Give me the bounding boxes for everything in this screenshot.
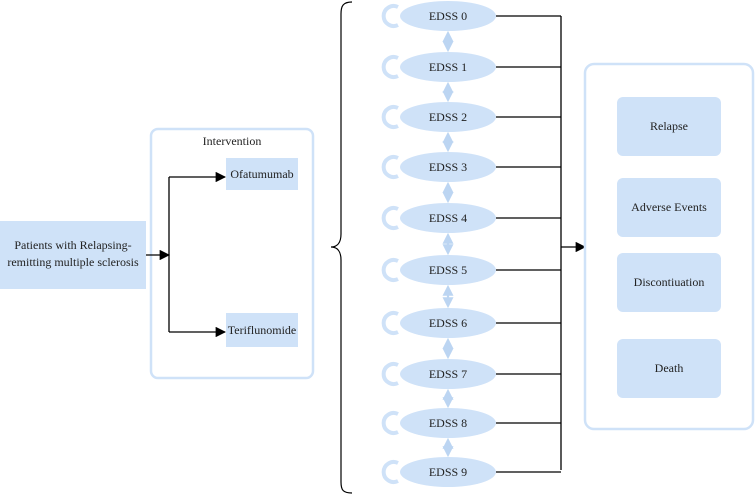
state-node <box>400 457 496 487</box>
outcome-1: Adverse Events <box>617 178 721 237</box>
state-node <box>400 52 496 82</box>
intervention-title: Intervention <box>203 134 262 148</box>
health-states-brace <box>330 1 353 494</box>
self-loop-icon <box>381 362 399 386</box>
self-loop-icon <box>381 411 399 435</box>
state-label: EDSS 5 <box>429 263 467 277</box>
intervention-panel: Intervention Ofatumumab Teriflunomide <box>149 127 315 380</box>
outcome-0: Relapse <box>617 97 721 156</box>
outcome-box <box>617 339 721 398</box>
teriflunomide-box <box>226 313 298 347</box>
self-loop-icon <box>381 155 399 179</box>
state-label: EDSS 1 <box>429 60 467 74</box>
self-loop-icon <box>381 55 399 79</box>
state-node <box>400 203 496 233</box>
ofatumumab-box <box>226 158 298 190</box>
health-state-4: EDSS 4 <box>381 203 496 233</box>
health-state-0: EDSS 0 <box>381 1 496 31</box>
health-state-9: EDSS 9 <box>381 457 496 487</box>
outcome-box <box>617 97 721 156</box>
state-label: EDSS 8 <box>429 416 467 430</box>
self-loop-icon <box>381 4 399 28</box>
state-label: EDSS 3 <box>429 160 467 174</box>
outcome-box <box>617 178 721 237</box>
state-node <box>400 1 496 31</box>
health-state-3: EDSS 3 <box>381 152 496 182</box>
intervention-connectors <box>146 171 227 338</box>
health-state-5: EDSS 5 <box>381 255 496 285</box>
state-node <box>400 152 496 182</box>
health-state-6: EDSS 6 <box>381 308 496 338</box>
ofatumumab-label: Ofatumumab <box>230 167 293 181</box>
state-label: EDSS 7 <box>429 367 467 381</box>
outcome-2: Discontiuation <box>617 253 721 312</box>
state-connectors <box>496 15 587 473</box>
health-state-8: EDSS 8 <box>381 408 496 438</box>
state-node <box>400 359 496 389</box>
state-label: EDSS 4 <box>429 211 467 225</box>
patients-label-line1: Patients with Relapsing- <box>14 238 131 252</box>
self-loop-icon <box>381 460 399 484</box>
health-states: EDSS 0 EDSS 1 EDSS 2 EDSS 3 EDSS 4 EDSS 5 EDSS… <box>381 1 496 487</box>
state-node <box>400 255 496 285</box>
state-label: EDSS 0 <box>429 9 467 23</box>
outcome-label: Discontiuation <box>634 275 705 289</box>
state-node <box>400 408 496 438</box>
self-loop-icon <box>381 311 399 335</box>
outcomes-panel <box>583 62 755 431</box>
state-node <box>400 308 496 338</box>
health-state-2: EDSS 2 <box>381 102 496 132</box>
teriflunomide-label: Teriflunomide <box>228 323 296 337</box>
self-loop-icon <box>381 258 399 282</box>
health-state-1: EDSS 1 <box>381 52 496 82</box>
outcome-label: Adverse Events <box>631 200 707 214</box>
state-label: EDSS 9 <box>429 465 467 479</box>
self-loop-icon <box>381 105 399 129</box>
outcome-3: Death <box>617 339 721 398</box>
outcome-box <box>617 253 721 312</box>
health-state-7: EDSS 7 <box>381 359 496 389</box>
outcome-label: Death <box>655 361 684 375</box>
state-label: EDSS 6 <box>429 316 467 330</box>
state-node <box>400 102 496 132</box>
self-loop-icon <box>381 206 399 230</box>
state-label: EDSS 2 <box>429 110 467 124</box>
outcome-label: Relapse <box>650 119 688 133</box>
patients-label-line2: remitting multiple sclerosis <box>7 255 139 269</box>
patients-box: Patients with Relapsing- remitting multi… <box>0 221 146 289</box>
